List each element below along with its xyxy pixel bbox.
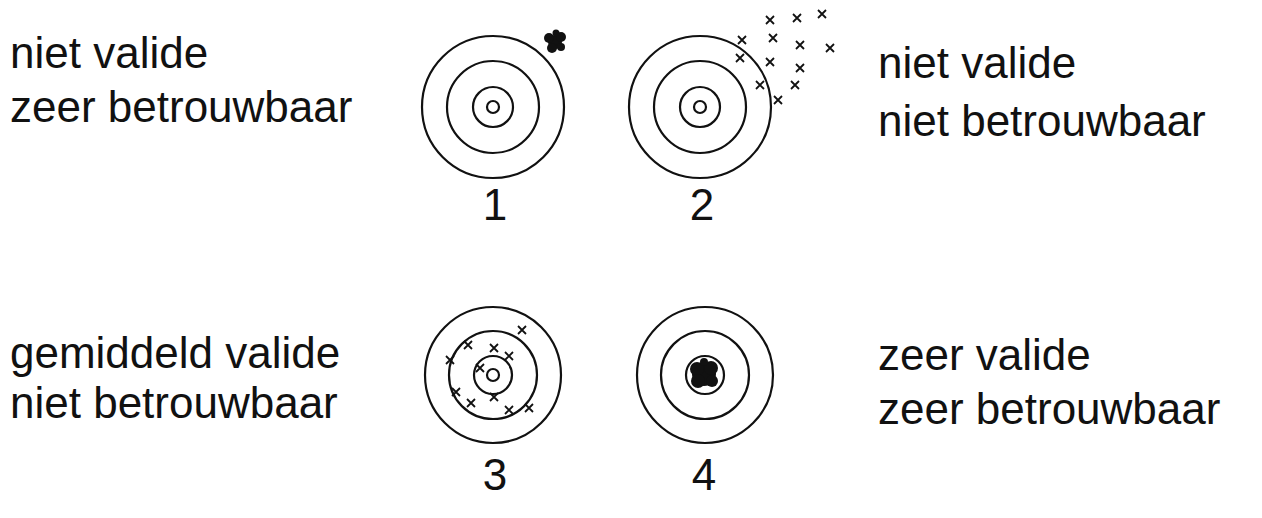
- callout-number: 1: [483, 180, 507, 231]
- target-ring: [474, 356, 512, 394]
- callout-number: 3: [483, 450, 507, 501]
- target-ring: [487, 101, 499, 113]
- hit-mark: [557, 43, 565, 51]
- target-ring: [661, 331, 749, 419]
- callout-number: 2: [690, 180, 714, 231]
- target-ring: [487, 369, 499, 381]
- target-ring: [680, 87, 720, 127]
- target-ring: [629, 36, 771, 178]
- hit-cluster: [544, 30, 566, 54]
- target-ring: [473, 87, 513, 127]
- target-caption: zeer valide: [878, 330, 1091, 381]
- callout-number: 4: [692, 450, 716, 501]
- hit-mark: [544, 33, 554, 43]
- hit-mark: [700, 358, 708, 366]
- target-1: [422, 36, 564, 178]
- target-caption: zeer betrouwbaar: [10, 82, 352, 133]
- hit-mark: [553, 30, 560, 37]
- target-ring: [637, 307, 773, 443]
- target-caption: niet betrouwbaar: [878, 96, 1206, 147]
- target-4: [637, 307, 773, 443]
- target-ring: [422, 36, 564, 178]
- target-caption: gemiddeld valide: [10, 328, 340, 379]
- hit-crosses: [446, 326, 533, 414]
- target-ring: [694, 101, 706, 113]
- hit-mark: [547, 43, 557, 53]
- target-ring: [686, 356, 724, 394]
- target-caption: niet valide: [10, 28, 208, 79]
- target-ring: [654, 61, 746, 153]
- target-caption: niet betrouwbaar: [10, 378, 338, 429]
- target-caption: zeer betrouwbaar: [878, 384, 1220, 435]
- hit-cluster: [690, 358, 718, 388]
- target-ring: [449, 331, 537, 419]
- target-ring: [425, 307, 561, 443]
- target-ring: [447, 61, 539, 153]
- target-caption: niet valide: [878, 38, 1076, 89]
- target-2: [629, 36, 771, 178]
- hit-mark: [706, 375, 718, 387]
- hit-mark: [691, 374, 705, 388]
- target-3: [425, 307, 561, 443]
- hit-crosses: [736, 10, 834, 104]
